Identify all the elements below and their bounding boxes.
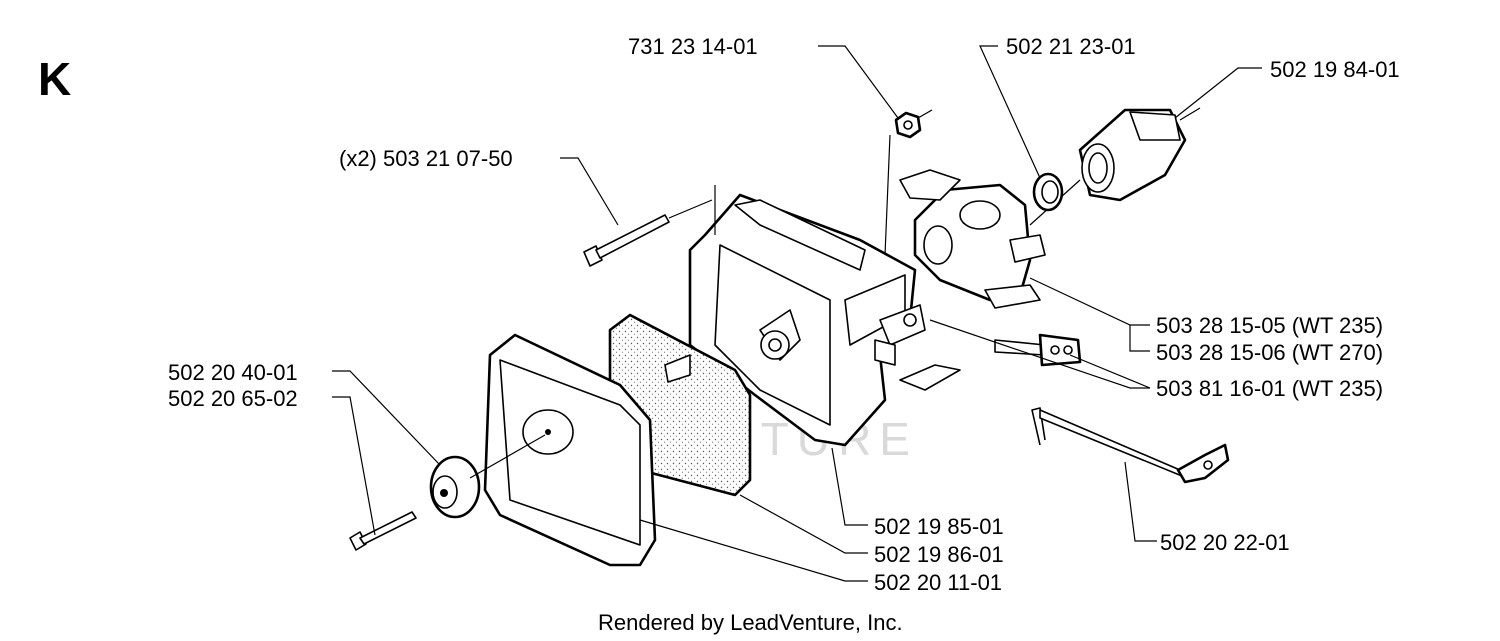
label-choke-rod: 502 20 22-01 <box>1160 530 1290 555</box>
label-housing: 502 19 85-01 <box>874 514 1004 539</box>
adjuster-bracket <box>994 333 1082 367</box>
carburetor <box>899 169 1081 309</box>
label-carburetor-235: 503 28 15-05 (WT 235) <box>1156 313 1383 338</box>
label-bolt: (x2) 503 21 07-50 <box>339 146 513 171</box>
choke-rod <box>1031 407 1230 484</box>
section-letter: K <box>38 53 71 105</box>
label-gasket: 502 21 23-01 <box>1006 34 1136 59</box>
label-nut: 731 23 14-01 <box>628 34 758 59</box>
filter-cover <box>483 333 657 567</box>
label-knob-a: 502 20 40-01 <box>168 360 298 385</box>
label-filter: 502 19 86-01 <box>874 542 1004 567</box>
air-filter-housing <box>688 185 961 447</box>
gasket <box>1032 172 1064 212</box>
label-intake-elbow: 502 19 84-01 <box>1270 57 1400 82</box>
leader-lines <box>332 45 1262 582</box>
knob-screw <box>349 511 417 551</box>
housing-bolt <box>583 199 713 267</box>
intake-elbow <box>1078 107 1201 202</box>
label-knob-b: 502 20 65-02 <box>168 386 298 411</box>
label-cover: 502 20 11-01 <box>874 570 1002 595</box>
footer-credit: Rendered by LeadVenture, Inc. <box>598 610 903 635</box>
label-carburetor-270: 503 28 15-06 (WT 270) <box>1156 340 1383 365</box>
label-adjuster: 503 81 16-01 (WT 235) <box>1156 376 1383 401</box>
nut <box>884 109 933 256</box>
filter-knob <box>429 434 546 519</box>
